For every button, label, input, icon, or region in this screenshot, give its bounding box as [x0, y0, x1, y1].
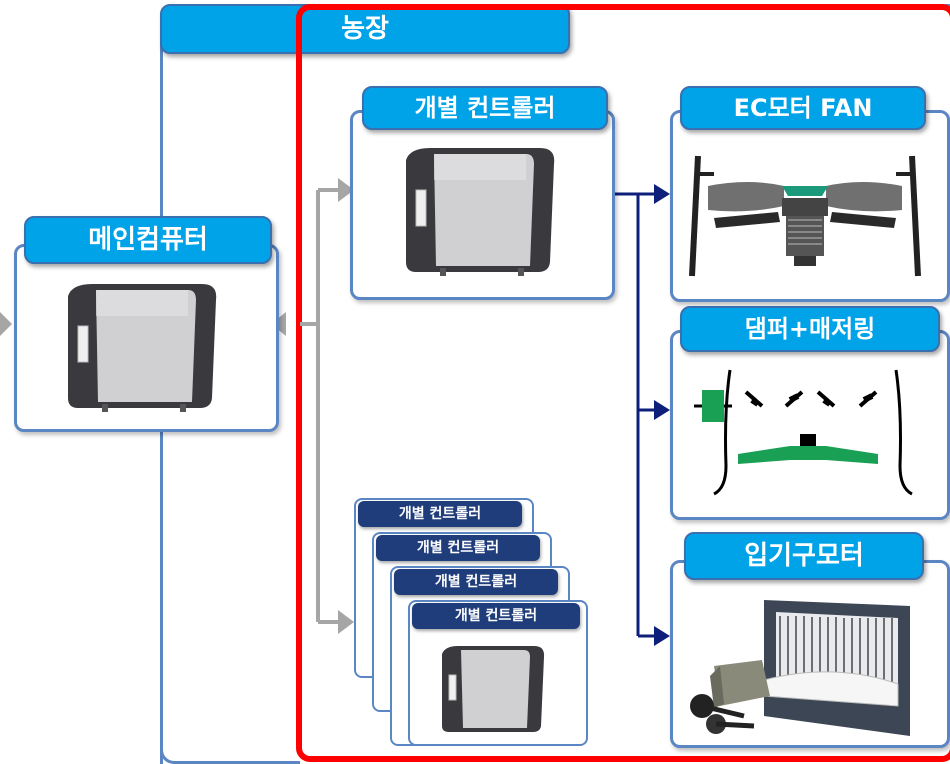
damper-measuring-icon: [694, 369, 913, 496]
controller-device-image: [406, 148, 555, 276]
ec-fan-title: EC모터 FAN: [733, 94, 873, 122]
controller-stack-label-1: 개별 컨트롤러: [358, 501, 522, 527]
navy-arrow-inlet: [654, 626, 670, 646]
farm-title: 농장: [341, 14, 389, 44]
damper-title: 댐퍼+매저링: [744, 315, 876, 343]
navy-connector: [614, 192, 660, 638]
main-computer-title: 메인컴퓨터: [88, 225, 208, 255]
main-computer-device-image: [68, 284, 217, 412]
ec-fan-title-bar: EC모터 FAN: [680, 86, 926, 130]
controller-title-bar: 개별 컨트롤러: [362, 86, 608, 130]
gray-arrow-to-stack: [338, 610, 354, 634]
incoming-arrow: [0, 312, 12, 336]
gray-arrow-to-controller: [338, 178, 354, 202]
controller-title: 개별 컨트롤러: [414, 94, 556, 122]
inlet-title: 입기구모터: [744, 541, 864, 571]
inlet-title-bar: 입기구모터: [684, 532, 924, 580]
ec-motor-fan-icon: [689, 155, 921, 277]
controller-stack-device-image: [442, 646, 545, 732]
controller-stack-label-3: 개별 컨트롤러: [394, 569, 558, 595]
main-computer-title-bar: 메인컴퓨터: [24, 216, 272, 264]
inlet-motor-icon: [690, 600, 910, 736]
farm-frame: [296, 4, 950, 762]
controller-stack-label-2: 개별 컨트롤러: [376, 535, 540, 561]
controller-stack-label-4: 개별 컨트롤러: [412, 603, 580, 629]
damper-panel: [670, 330, 950, 520]
damper-title-bar: 댐퍼+매저링: [680, 306, 940, 352]
gray-connector: [300, 188, 340, 624]
navy-arrow-damper: [654, 400, 670, 420]
navy-arrow-fan: [654, 184, 670, 204]
